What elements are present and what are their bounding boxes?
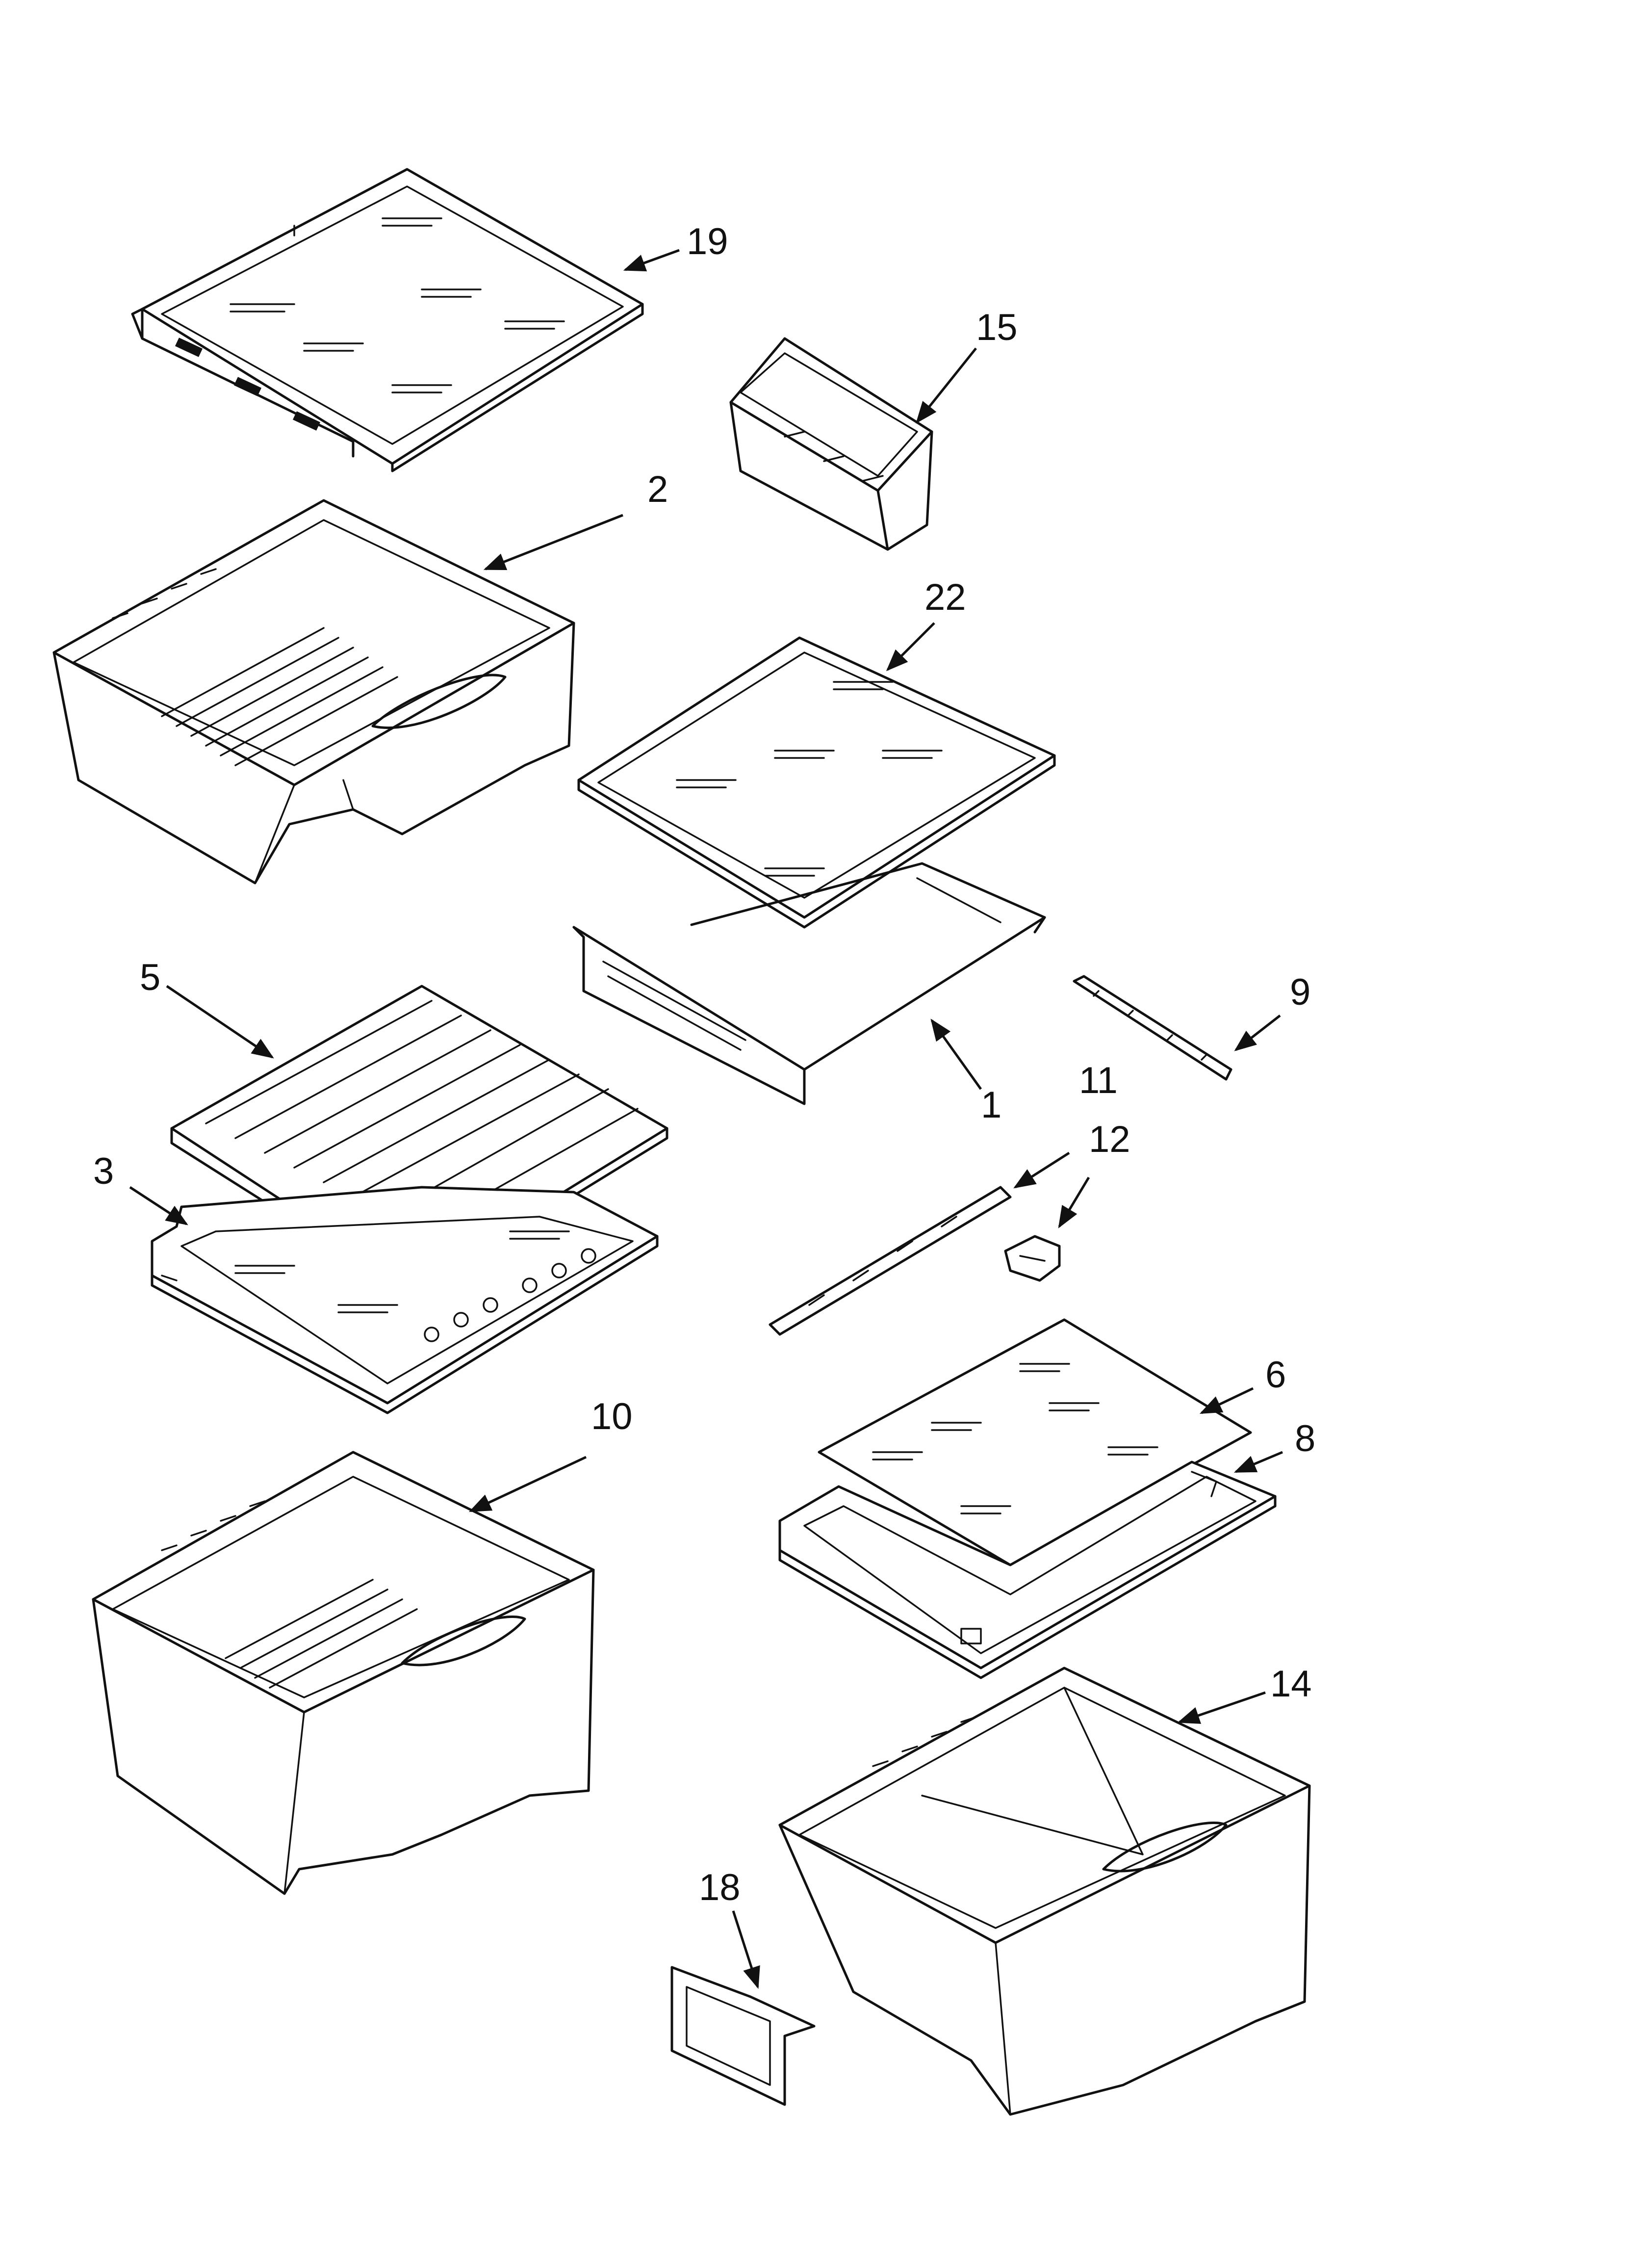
callout-8: 8: [1295, 1418, 1316, 1460]
callout-22: 22: [924, 576, 966, 618]
callout-6: 6: [1265, 1354, 1286, 1396]
part-2-drawer: [52, 499, 575, 885]
callout-9: 9: [1290, 971, 1311, 1013]
part-11-rail: [769, 1186, 1012, 1336]
part-18-label: [670, 1966, 816, 2106]
part-9-rail: [1073, 975, 1232, 1081]
callout-3: 3: [93, 1150, 114, 1192]
part-1-frame: [572, 862, 1046, 1105]
leader-arrows: [129, 249, 1283, 1989]
callout-10: 10: [591, 1396, 633, 1437]
callout-18: 18: [699, 1867, 741, 1908]
callout-5: 5: [140, 957, 161, 998]
callout-11: 11: [1079, 1060, 1118, 1101]
part-15-bin: [729, 337, 933, 551]
part-8-frame: [778, 1460, 1277, 1679]
part-19-shelf: [131, 168, 644, 472]
part-14-drawer: [778, 1667, 1311, 2116]
callout-2: 2: [647, 469, 668, 510]
callout-15: 15: [976, 307, 1018, 348]
callout-14: 14: [1270, 1663, 1312, 1705]
part-22-shelf: [577, 636, 1056, 929]
part-12-clip: [1004, 1235, 1061, 1282]
callout-19: 19: [687, 221, 728, 262]
part-3-frame: [151, 1186, 659, 1414]
callout-1: 1: [981, 1084, 1002, 1126]
callout-12: 12: [1089, 1119, 1130, 1160]
part-10-drawer: [92, 1451, 595, 1895]
part-6-glass: [818, 1318, 1252, 1566]
